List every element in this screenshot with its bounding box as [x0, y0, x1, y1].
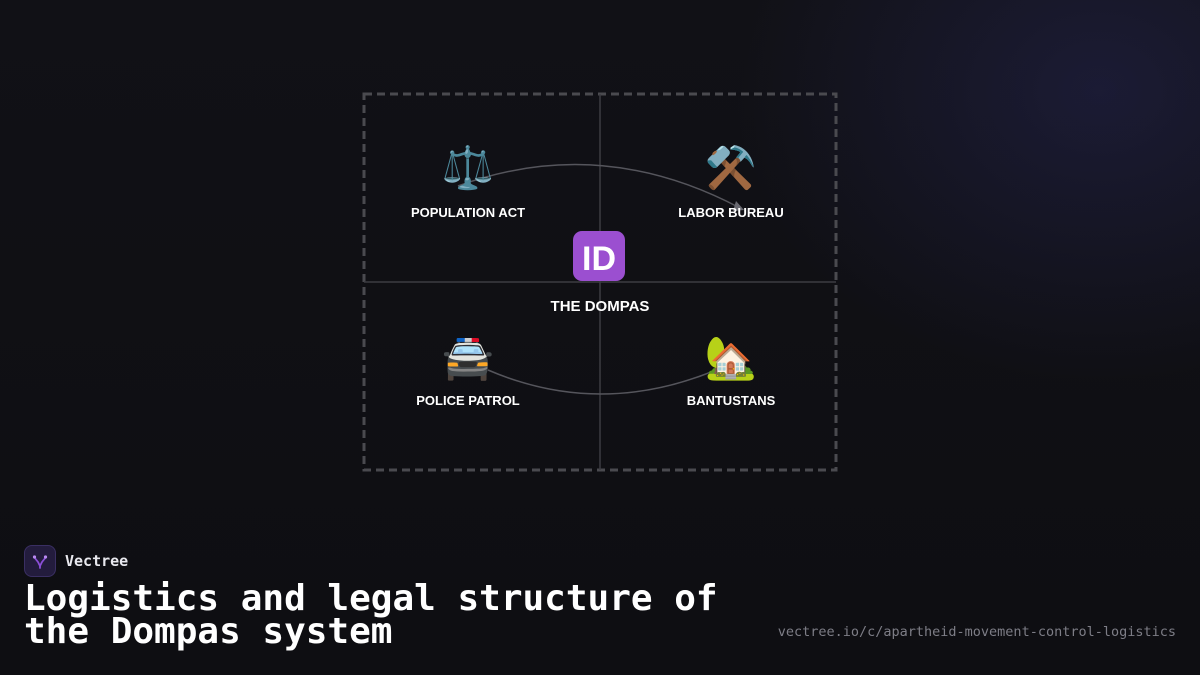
node-population-act: ⚖️ POPULATION ACT [411, 143, 525, 220]
node-the-dompas: ID THE DOMPAS [551, 231, 650, 315]
node-label: POPULATION ACT [411, 205, 525, 220]
node-bantustans: 🏡 BANTUSTANS [687, 334, 776, 408]
node-label: LABOR BUREAU [678, 205, 783, 220]
balance-scale-icon: ⚖️ [442, 143, 494, 192]
id-button-icon [573, 231, 625, 281]
connector-arrowhead [733, 201, 744, 211]
node-label: BANTUSTANS [687, 393, 776, 408]
connector-police-to-bantustans [487, 369, 717, 395]
source-url[interactable]: vectree.io/c/apartheid-movement-control-… [777, 624, 1176, 640]
id-button-glyph: ID [582, 240, 616, 278]
house-with-garden-icon: 🏡 [705, 334, 757, 382]
node-label: POLICE PATROL [416, 393, 520, 408]
vectree-logo-icon [24, 545, 56, 577]
police-car-icon: 🚔 [442, 334, 494, 382]
hammer-and-pick-icon: ⚒️ [705, 143, 757, 192]
node-labor-bureau: ⚒️ LABOR BUREAU [678, 143, 783, 220]
page-title: Logistics and legal structure of the Dom… [24, 578, 718, 652]
connector-population-to-labor [457, 163, 741, 209]
center-label: THE DOMPAS [551, 298, 650, 315]
brand: Vectree [24, 544, 128, 578]
brand-name: Vectree [65, 552, 129, 570]
node-police-patrol: 🚔 POLICE PATROL [416, 334, 520, 408]
